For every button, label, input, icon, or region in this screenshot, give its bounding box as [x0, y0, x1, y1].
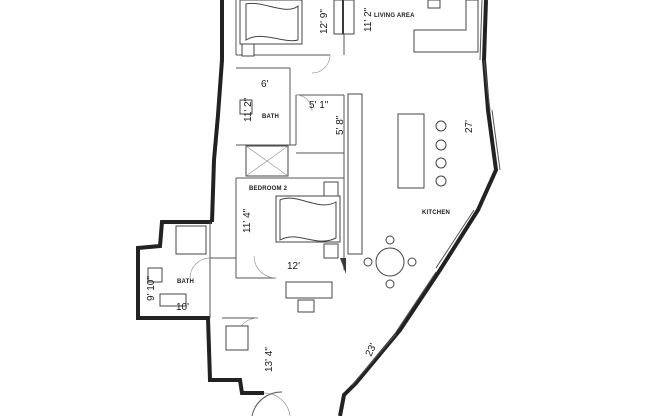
dim-bath-lower-width: 10' [176, 302, 189, 313]
dim-kitchen-length: 27' [464, 120, 475, 133]
dim-bedroom1-width: 12' 9" [319, 9, 330, 34]
label-bath-lower: BATH [177, 279, 194, 285]
dim-closet-depth-2: 5' 8" [335, 115, 346, 135]
dim-bath-lower-length: 9' 10" [146, 276, 157, 301]
dim-bath-upper-length: 11' 2" [243, 97, 254, 122]
label-bath-upper: BATH [262, 114, 279, 120]
dim-diagonal-wall: 23' [364, 342, 380, 359]
living-furniture [333, 0, 479, 53]
window-panels [351, 0, 501, 386]
label-kitchen: KITCHEN [422, 210, 450, 216]
exterior-walls [136, 0, 499, 416]
bed-upper [239, 0, 303, 57]
label-living-area: LIVING AREA [374, 13, 415, 19]
bed-lower [275, 181, 341, 259]
desk [285, 258, 346, 313]
dim-entry-length: 13' 4" [264, 347, 275, 372]
bath-fixtures [147, 99, 289, 351]
dim-closet-width: 5' 1" [309, 100, 329, 111]
dim-bedroom2-length: 11' 4" [242, 208, 253, 233]
dim-bedroom2-width: 12' [287, 261, 300, 272]
dim-living-depth: 11' 2" [363, 7, 374, 32]
kitchen-furniture [347, 93, 447, 289]
dim-closet-depth: 6' [261, 79, 269, 90]
interior-walls [209, 0, 345, 319]
label-bedroom-2: BEDROOM 2 [249, 186, 288, 192]
entry-arc [251, 391, 283, 416]
